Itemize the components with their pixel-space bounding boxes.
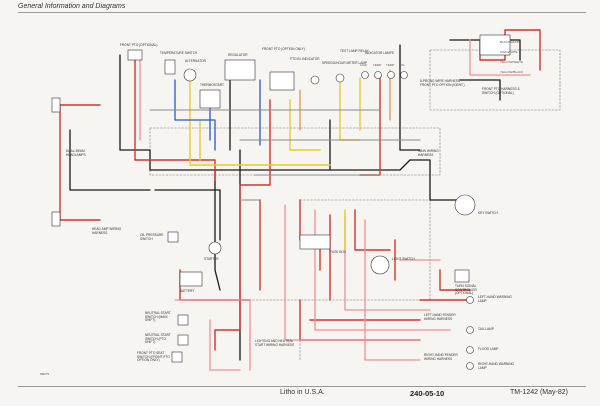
indicator-lamp-4 <box>400 71 408 79</box>
label-oil-pressure: OIL PRESSURE SWITCH <box>140 233 164 241</box>
label-light-switch: LIGHT SWITCH <box>392 257 415 261</box>
footer-litho: Litho in U.S.A. <box>280 389 325 396</box>
label-key-switch: KEY SWITCH <box>478 211 498 215</box>
gray-wires <box>149 109 421 201</box>
label-fuse-box: FUSE BOX <box>330 250 347 254</box>
label-tail-lamp: TAIL LAMP <box>478 327 494 331</box>
footer-page-number: 240-05-10 <box>410 389 445 398</box>
front-pto-switch-box <box>479 34 511 56</box>
lamp-label-1: LOW <box>360 63 367 67</box>
battery-symbol <box>179 271 203 287</box>
speedo-lamp <box>335 73 345 83</box>
label-thermostart: THERMOSTART <box>200 83 224 87</box>
light-switch-symbol <box>370 255 390 275</box>
page-header-title: General Information and Diagrams <box>18 3 126 10</box>
tail-lamp-symbol <box>466 326 474 334</box>
label-right-warning: RIGHT-HAND WARNING LAMP <box>478 362 515 370</box>
label-front-pto-seat: FRONT PTO SEAT SWITCH (FRONT PTO OPTION … <box>137 351 170 363</box>
wire-label-4: YELLOW/BLACK <box>500 70 524 74</box>
black-wires <box>69 39 521 361</box>
label-starter: STARTER <box>204 257 219 261</box>
label-test-lamp: TEST LAMP RELAY <box>340 49 369 53</box>
label-right-fender: RIGHT-HAND FENDER WIRING HARNESS <box>424 353 458 361</box>
label-battery: BATTERY <box>180 289 195 293</box>
key-switch-symbol <box>454 194 476 216</box>
label-eight-prong: 8-PRONG WIRE HARNESS FRONT PTO OPTION (I… <box>420 79 465 87</box>
indicator-lamp-2 <box>374 71 382 79</box>
label-head-amp: HEAD AMP WIRING HARNESS <box>92 227 122 235</box>
pto-indicator-lamp <box>310 75 320 85</box>
label-front-pto-harness: FRONT PTO HARNESS & SWITCH (OPTIONAL) <box>482 87 520 95</box>
label-speedo: SPEEDO/HOUR METER LAMP <box>322 61 368 65</box>
front-pto-optional-symbol <box>127 49 143 61</box>
dual-beam-headlamps <box>51 97 61 227</box>
label-main-wiring: MAIN WIRING HARNESS <box>418 149 439 157</box>
indicator-lamp-3 <box>387 71 395 79</box>
temperature-switch-symbol <box>164 59 176 75</box>
footer-manual-id: TM-1242 (May-82) <box>510 389 568 396</box>
lamp-label-2: TEMP <box>373 63 382 67</box>
label-left-fender: LEFT-HAND FENDER WIRING HARNESS <box>424 313 456 321</box>
front-pto-seat-symbol <box>171 351 183 363</box>
label-turn-signal: TURN SIGNAL CONTROLLER (OPTIONAL) <box>455 284 477 296</box>
wire-label-2: PINK/WHITE <box>500 50 518 54</box>
left-warning-lamp-symbol <box>466 296 474 304</box>
lamp-label-4: OIL <box>400 63 405 67</box>
starter-symbol <box>208 241 222 255</box>
neutral-start-pto-symbol <box>177 334 189 346</box>
label-regulator: REGULATOR <box>228 53 248 57</box>
wire-label-1: BLACK/WHITE <box>500 40 521 44</box>
label-dual-beam: DUAL-BEAM HEADLAMPS <box>66 149 86 157</box>
label-front-pto-clutch: FRONT PTO (OPTION ONLY) <box>262 47 305 51</box>
lamp-label-3: TEMP <box>386 63 395 67</box>
label-front-pto-optional: FRONT PTO (OPTIONAL) <box>120 43 158 47</box>
diagram-code: M6075 <box>40 372 50 376</box>
label-neutral-pto: NEUTRAL START SWITCH (PTO SHIFT) <box>145 333 171 345</box>
label-flood-lamp: FLOOD LAMP <box>478 347 499 351</box>
label-lighting-harness: LIGHTING AND NEUTRAL START WIRING HARNES… <box>255 339 295 347</box>
label-left-warning: LEFT-HAND WARNING LAMP <box>478 295 512 303</box>
label-pto-indicator: PTO IN. INDICATOR <box>290 57 320 61</box>
regulator-box <box>224 59 256 81</box>
fuse-box-symbol <box>299 234 331 250</box>
indicator-lamp-1 <box>361 71 369 79</box>
turn-signal-symbol <box>454 269 470 283</box>
alternator-symbol <box>183 68 197 82</box>
label-neutral-main: NEUTRAL START SWITCH (MAIN SHIFT) <box>145 311 171 323</box>
front-pto-clutch-box <box>269 71 295 91</box>
flood-lamp-symbol <box>466 346 474 354</box>
right-warning-lamp-symbol <box>466 362 474 370</box>
label-alternator: ALTERNATOR <box>185 59 206 63</box>
oil-pressure-switch-symbol <box>167 231 179 243</box>
header-rule <box>18 12 586 13</box>
footer-rule <box>18 386 586 387</box>
label-indicator-lamps: INDICATOR LAMPS <box>365 51 394 55</box>
thermostart-box <box>199 89 221 109</box>
wire-label-3: YELLOW/WHITE <box>500 60 524 64</box>
neutral-start-main-symbol <box>177 314 189 326</box>
label-temperature-switch: TEMPERATURE SWITCH <box>160 51 198 55</box>
